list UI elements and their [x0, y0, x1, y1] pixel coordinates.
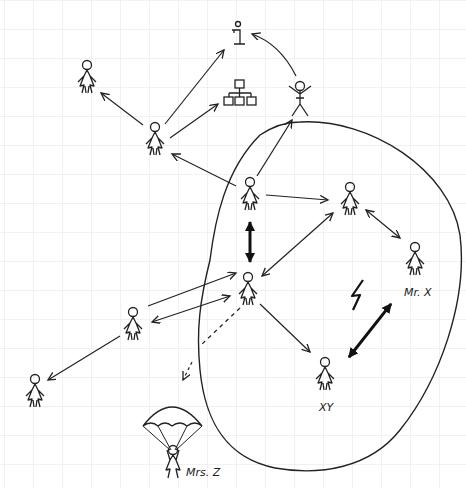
relation-arrows [170, 104, 218, 138]
relation-arrows [257, 120, 292, 176]
figure-drawing [169, 446, 178, 455]
relation-arrows [262, 213, 333, 276]
info-icon [232, 22, 245, 45]
jumping-figure [296, 82, 305, 91]
relation-arrows [266, 195, 328, 200]
parachute-node: Mrs. Z [140, 398, 235, 484]
figure-drawing [316, 358, 334, 391]
person-figures [341, 183, 359, 216]
conflict-arrow [349, 304, 391, 357]
org-chart-icon [235, 97, 244, 105]
figure-drawing [166, 450, 180, 478]
relation-arrows [200, 308, 240, 346]
relation-arrows [148, 273, 236, 306]
relation-arrows [260, 304, 310, 352]
lightning-symbol [352, 280, 363, 310]
person-figures [26, 375, 44, 408]
relation-arrows [48, 34, 400, 380]
person-node: Mr. X [393, 238, 443, 302]
relation-arrows [48, 336, 120, 380]
person-node: XY [305, 355, 347, 417]
person-figures [78, 61, 96, 94]
info-icon [232, 30, 245, 44]
relation-arrows [101, 93, 143, 125]
figure-drawing [406, 243, 424, 276]
strong-bond-arrow [249, 222, 252, 262]
org-chart-icon [229, 88, 251, 97]
person-figures [241, 178, 259, 211]
relation-arrows [252, 34, 296, 76]
person-figures [124, 308, 142, 341]
jumping-figure [289, 86, 311, 116]
person-figures [239, 273, 257, 306]
relation-arrows [165, 50, 224, 124]
org-chart-icon [247, 97, 256, 105]
info-icon [236, 22, 241, 27]
person-label: Mrs. Z [186, 466, 220, 479]
person-label: XY [319, 401, 333, 414]
relation-arrows [172, 154, 236, 186]
org-chart-icon [224, 97, 233, 105]
relation-arrows [183, 362, 192, 380]
jumping-figure [289, 82, 311, 117]
figure-drawing [143, 407, 202, 426]
org-chart-icon [224, 80, 256, 105]
group-circle [198, 122, 461, 471]
person-label: Mr. X [404, 286, 432, 299]
figure-drawing [143, 426, 202, 450]
org-chart-icon [235, 80, 244, 88]
person-figures [26, 61, 359, 408]
person-figures [146, 123, 164, 156]
relation-arrows [366, 210, 400, 238]
